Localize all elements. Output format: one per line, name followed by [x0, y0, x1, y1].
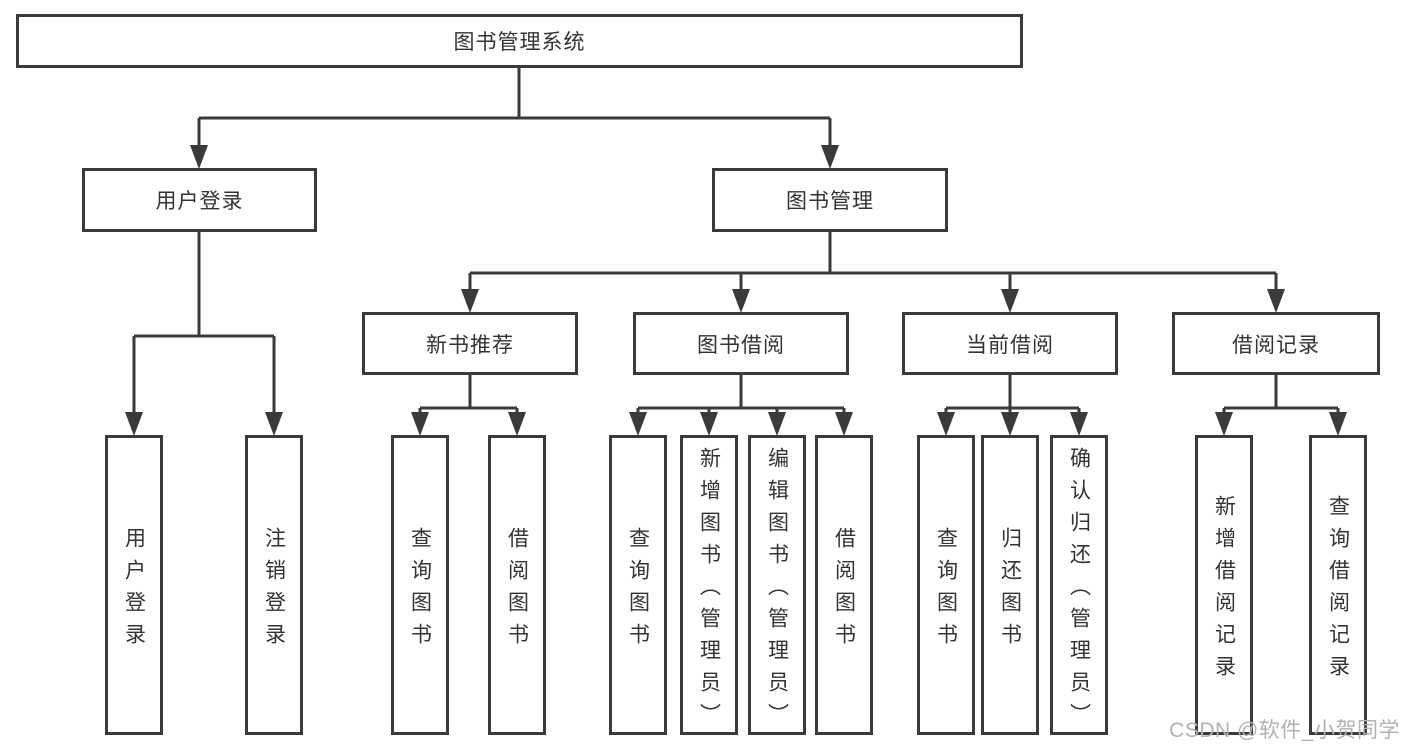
- leaf-borrow-books: 借阅图书: [815, 435, 873, 735]
- node-book-management: 图书管理: [712, 168, 948, 232]
- node-current-borrow-label: 当前借阅: [966, 333, 1054, 357]
- leaf-add-borrow-record: 新增借阅记录: [1195, 435, 1253, 735]
- node-user-login: 用户登录: [82, 168, 317, 232]
- node-root-label: 图书管理系统: [453, 31, 586, 54]
- node-book-borrow-label: 图书借阅: [697, 333, 785, 357]
- leaf-borrow-books-recommend-label: 借阅图书: [505, 526, 529, 655]
- leaf-return-books-label: 归还图书: [998, 526, 1022, 655]
- leaf-logout: 注销登录: [245, 435, 303, 735]
- leaf-return-books: 归还图书: [981, 435, 1039, 735]
- leaf-borrow-books-recommend: 借阅图书: [488, 435, 546, 735]
- leaf-query-borrow-record-label: 查询借阅记录: [1326, 494, 1350, 687]
- leaf-add-book-admin: 新增图书（管理员）: [680, 435, 738, 735]
- node-new-book-recommend-label: 新书推荐: [426, 333, 514, 357]
- node-new-book-recommend: 新书推荐: [362, 312, 578, 375]
- leaf-edit-book-admin-label: 编辑图书（管理员）: [765, 446, 789, 735]
- watermark: CSDN @软件_小贺同学: [1169, 719, 1400, 742]
- leaf-query-books-borrow-label: 查询图书: [626, 526, 650, 655]
- leaf-query-books-recommend: 查询图书: [391, 435, 449, 735]
- leaf-logout-label: 注销登录: [262, 526, 286, 655]
- node-root: 图书管理系统: [16, 14, 1023, 68]
- leaf-edit-book-admin: 编辑图书（管理员）: [748, 435, 806, 735]
- leaf-query-borrow-record: 查询借阅记录: [1309, 435, 1367, 735]
- leaf-add-book-admin-label: 新增图书（管理员）: [697, 446, 721, 735]
- node-book-borrow: 图书借阅: [633, 312, 849, 375]
- leaf-query-books-current: 查询图书: [917, 435, 975, 735]
- leaf-add-borrow-record-label: 新增借阅记录: [1212, 494, 1236, 687]
- leaf-query-books-recommend-label: 查询图书: [408, 526, 432, 655]
- leaf-confirm-return-admin: 确认归还（管理员）: [1050, 435, 1108, 735]
- leaf-query-books-borrow: 查询图书: [609, 435, 667, 735]
- leaf-confirm-return-admin-label: 确认归还（管理员）: [1067, 446, 1091, 735]
- node-current-borrow: 当前借阅: [902, 312, 1118, 375]
- leaf-user-login-label: 用户登录: [122, 526, 146, 655]
- node-borrow-records: 借阅记录: [1172, 312, 1380, 375]
- leaf-query-books-current-label: 查询图书: [934, 526, 958, 655]
- leaf-borrow-books-label: 借阅图书: [832, 526, 856, 655]
- node-user-login-label: 用户登录: [155, 190, 244, 213]
- node-book-management-label: 图书管理: [786, 190, 874, 213]
- node-borrow-records-label: 借阅记录: [1232, 333, 1320, 357]
- leaf-user-login: 用户登录: [105, 435, 163, 735]
